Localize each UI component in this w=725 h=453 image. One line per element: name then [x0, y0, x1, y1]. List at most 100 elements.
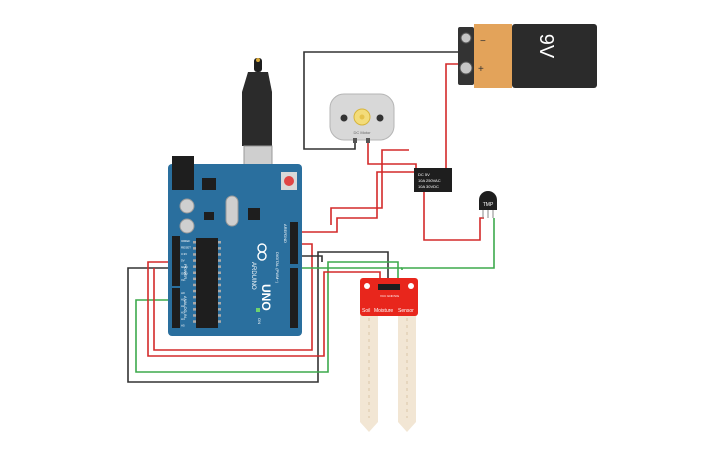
- capacitor-1: [179, 198, 195, 214]
- wire-sensor-sig[interactable]: [135, 261, 399, 373]
- wire-arduino-to-relay[interactable]: [296, 171, 414, 233]
- motor-shaft-center: [359, 114, 365, 120]
- soil-moisture-sensor[interactable]: VCC GND SIG Soil Moisture Sensor: [360, 278, 418, 432]
- chip-pin: [218, 314, 221, 317]
- chip-pin: [193, 247, 196, 250]
- sensor-label-soil: Soil: [362, 308, 370, 314]
- chip-pin: [193, 320, 196, 323]
- power-header-label: POWER: [183, 264, 188, 279]
- pin-label: A2: [181, 304, 185, 308]
- motor-terminal-1[interactable]: [353, 138, 357, 143]
- chip-pin: [218, 289, 221, 293]
- battery-plus-label: +: [478, 64, 484, 75]
- wire-motor-to-relay[interactable]: [367, 140, 417, 172]
- sensor-pin-vcc: VCC: [380, 294, 387, 298]
- chip-pin: [193, 283, 196, 287]
- battery-9v[interactable]: − + 9V: [458, 24, 597, 88]
- wire-sensor-gnd[interactable]: [127, 251, 389, 383]
- aref-label: AREF: [283, 224, 288, 235]
- battery-terminal-positive[interactable]: [459, 61, 473, 75]
- wire-tmp-to-arduino[interactable]: [401, 218, 495, 270]
- pin-label: RESET: [181, 246, 191, 250]
- pin-label: A5: [181, 324, 185, 328]
- chip-pin: [218, 247, 221, 250]
- battery-terminal-negative[interactable]: [460, 32, 472, 44]
- pin-label: A1: [181, 298, 185, 302]
- wire-extra-red[interactable]: [153, 243, 313, 351]
- chip-pin: [218, 320, 221, 323]
- wire-relay-pin-red[interactable]: [330, 149, 409, 225]
- usb-chip: [248, 208, 260, 220]
- reset-button[interactable]: [284, 176, 294, 186]
- relay-body: [414, 168, 452, 192]
- chip-pin: [193, 302, 196, 305]
- arduino-logo-icon: [257, 243, 267, 261]
- small-chip: [204, 212, 214, 220]
- chip-pin: [218, 271, 221, 274]
- wire-relay-to-tmp[interactable]: [423, 190, 484, 241]
- dc-motor[interactable]: DC Motor: [329, 93, 395, 143]
- sensor-label-moisture: Moisture: [374, 308, 393, 314]
- battery-body: [512, 24, 597, 88]
- power-jack: [172, 156, 194, 190]
- relay-line1: DC 5V: [418, 172, 430, 177]
- wire-battery-neg-to-motor[interactable]: [303, 51, 466, 150]
- chip-pin: [193, 241, 196, 244]
- chip-pin: [193, 259, 196, 262]
- wires: [127, 51, 495, 383]
- chip-pin: [218, 308, 221, 311]
- digital-header-top[interactable]: [290, 222, 298, 264]
- power-led: [256, 308, 260, 312]
- sensor-header[interactable]: [378, 284, 400, 290]
- sensor-pin-sig: SIG: [394, 294, 400, 298]
- battery-minus-label: −: [480, 36, 486, 47]
- chip-pin: [218, 283, 221, 287]
- pin-label: GND: [181, 265, 189, 269]
- battery-cap: [474, 24, 512, 88]
- sensor-mount-hole-right: [408, 283, 414, 289]
- arduino-uno[interactable]: ARDUINO UNO DIGITAL (PWM~) POWER ANALOG …: [168, 58, 302, 336]
- gnd-label: GND: [283, 234, 288, 243]
- chip-pin: [218, 253, 221, 256]
- atmega-chip-pins: [193, 241, 221, 323]
- motor-hole-left: [340, 114, 348, 122]
- sensor-mount-hole-left: [364, 283, 370, 289]
- analog-header[interactable]: [172, 288, 180, 328]
- pin-label: IOREF: [181, 239, 190, 243]
- chip-pin: [218, 302, 221, 305]
- sensor-label-sensor: Sensor: [398, 308, 414, 314]
- chip-pin: [193, 253, 196, 256]
- wire-sensor-vcc[interactable]: [147, 261, 381, 357]
- chip-pin: [193, 308, 196, 311]
- motor-hole-right: [376, 114, 384, 122]
- digital-header-bottom[interactable]: [290, 268, 298, 328]
- motor-terminal-2[interactable]: [366, 138, 370, 143]
- capacitor-2: [179, 218, 195, 234]
- chip-pin: [218, 277, 221, 281]
- chip-pin: [193, 289, 196, 293]
- digital-header-label: DIGITAL (PWM~): [275, 252, 280, 284]
- crystal: [225, 195, 239, 227]
- pin-label: A0: [181, 291, 185, 295]
- battery-voltage-label: 9V: [535, 34, 557, 59]
- relay-line2: 10A 250VAC: [418, 178, 441, 183]
- pin-label: Vin: [181, 278, 186, 282]
- atmega-chip: [196, 238, 218, 328]
- chip-pin: [193, 265, 196, 268]
- chip-pin: [193, 277, 196, 281]
- tmp-body: [479, 191, 497, 210]
- analog-header-label: ANALOG IN: [183, 296, 188, 318]
- chip-pin: [193, 271, 196, 274]
- tmp-label: TMP: [483, 202, 494, 208]
- relay[interactable]: DC 5V 10A 250VAC 10A 30VDC: [414, 168, 452, 192]
- usb-cable-tip: [256, 58, 260, 62]
- chip-pin: [218, 241, 221, 244]
- pin-label: 3.3V: [181, 252, 187, 256]
- power-header[interactable]: [172, 236, 180, 286]
- wire-digital-black[interactable]: [296, 255, 323, 262]
- tmp-sensor[interactable]: TMP: [479, 191, 497, 218]
- chip-pin: [218, 259, 221, 262]
